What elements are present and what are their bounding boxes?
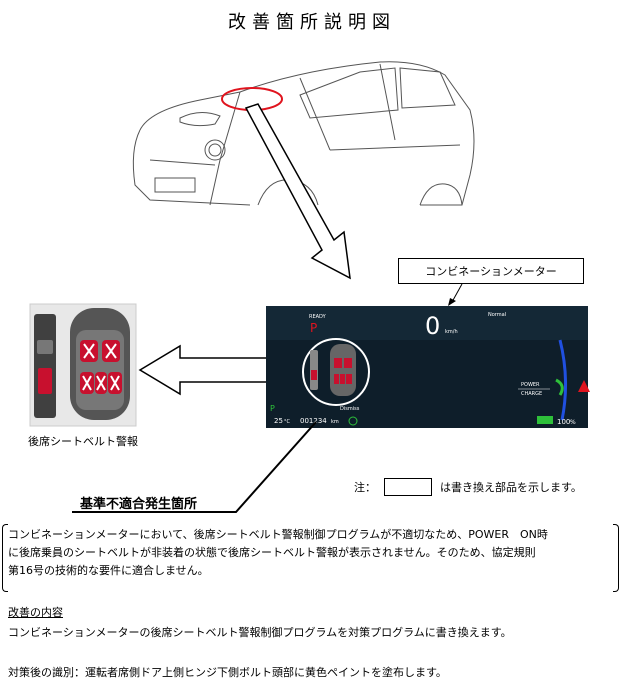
- page-title: 改善箇所説明図: [228, 12, 396, 33]
- combination-meter-display: READY P 0 km/h Normal POWER CHARGE P 25 …: [266, 306, 590, 428]
- nonconformity-label: 基準不適合発生箇所: [80, 497, 198, 512]
- note: 注： は書き換え部品を示します。: [354, 478, 582, 496]
- meter-mode: Normal: [488, 312, 506, 318]
- meter-speed: 0: [425, 312, 440, 340]
- description-line: コンビネーションメーターにおいて、後席シートベルト警報制御プログラムが不適切なた…: [8, 528, 548, 541]
- car-illustration: [132, 61, 475, 206]
- meter-charge: CHARGE: [521, 391, 542, 397]
- meter-parking: P: [270, 404, 275, 413]
- meter-odo-unit: km: [331, 419, 339, 425]
- meter-dismiss: Dismiss: [340, 406, 360, 412]
- improvement-heading: 改善の内容: [8, 606, 63, 619]
- note-suffix: は書き換え部品を示します。: [440, 481, 582, 494]
- improvement-body: コンビネーションメーターの後席シートベルト警報制御プログラムを対策プログラムに書…: [8, 626, 512, 639]
- identification-text: 対策後の識別：運転者席側ドア上側ヒンジ下側ボルト頭部に黄色ペイントを塗布します。: [8, 666, 447, 679]
- description-line: に後席乗員のシートベルトが非装着の状態で後席シートベルト警報が表示されません。そ…: [8, 546, 536, 559]
- arrow-down: [244, 103, 351, 280]
- meter-battery-unit: %: [570, 419, 576, 426]
- bracket-right: [613, 524, 619, 592]
- description-line: 第16号の技術的な要件に適合しません。: [8, 564, 209, 577]
- combination-meter-label: コンビネーションメーター: [398, 258, 584, 284]
- note-prefix: 注：: [354, 481, 376, 494]
- meter-ready: READY: [309, 314, 327, 320]
- rear-seatbelt-warning-image: [29, 303, 137, 427]
- description: コンビネーションメーターにおいて、後席シートベルト警報制御プログラムが不適切なた…: [8, 526, 612, 580]
- rear-seatbelt-warning-caption: 後席シートベルト警報: [28, 435, 138, 448]
- meter-odometer: 001234: [300, 417, 327, 425]
- meter-temperature: 25: [274, 417, 283, 425]
- meter-gear: P: [310, 321, 317, 335]
- note-legend-box: [384, 478, 432, 496]
- meter-speed-unit: km/h: [445, 329, 458, 335]
- meter-battery: 100: [557, 418, 570, 426]
- meter-temp-unit: °C: [284, 419, 291, 425]
- bracket-left: [2, 524, 8, 592]
- meter-power: POWER: [521, 382, 540, 388]
